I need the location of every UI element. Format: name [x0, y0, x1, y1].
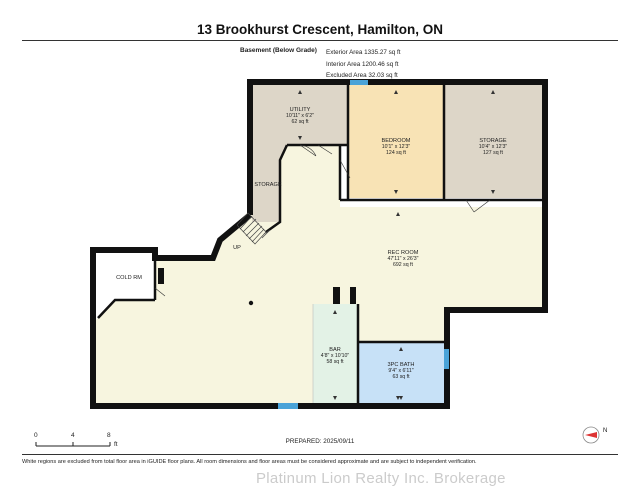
scale-label-0: 0	[34, 432, 38, 439]
interior-area: Interior Area 1200.46 sq ft	[326, 60, 399, 68]
room-dims: 4'8" x 10'10"	[320, 353, 350, 360]
bath-fill	[358, 342, 444, 405]
rec-room-fill	[96, 145, 543, 405]
windows	[278, 80, 449, 409]
stairs-up-label: UP	[233, 245, 241, 251]
room-area: 58 sq ft	[326, 359, 344, 366]
area-summary: Exterior Area 1335.27 sq ft Interior Are…	[326, 47, 401, 82]
brokerage-watermark: Platinum Lion Realty Inc. Brokerage	[256, 470, 506, 487]
room-bedroom: BEDROOM 10'1" x 12'3" 124 sq ft	[382, 138, 411, 157]
room-bath: 3PC BATH 9'4" x 6'11" 63 sq ft	[388, 362, 415, 381]
room-dims: 10'1" x 12'3"	[381, 144, 411, 151]
utility-fill	[252, 85, 348, 222]
exterior-wall	[90, 79, 548, 409]
room-name: UTILITY	[289, 107, 311, 113]
room-name: STORAGE	[479, 138, 507, 144]
room-area: 124 sq ft	[386, 150, 406, 157]
room-name: 3PC BATH	[387, 362, 415, 368]
interior-walls	[97, 82, 545, 403]
prepared-date: PREPARED: 2025/09/11	[285, 438, 355, 445]
room-storage-small: STORAGE	[254, 182, 281, 188]
dimension-arrows	[298, 90, 495, 400]
storage-fill	[444, 85, 542, 198]
level-label: Basement (Below Grade)	[240, 47, 317, 54]
room-name: BEDROOM	[381, 138, 411, 144]
scale-unit: ft	[114, 441, 118, 448]
room-area: 63 sq ft	[392, 374, 410, 381]
excluded-area: Excluded Area 32.03 sq ft	[326, 72, 398, 79]
room-dims: 47'11" x 26'3"	[387, 256, 419, 263]
room-dims: 10'11" x 6'2"	[285, 113, 315, 120]
room-cold-rm: COLD RM	[116, 275, 142, 281]
compass-icon	[582, 426, 600, 444]
room-name: STORAGE	[254, 182, 282, 188]
room-area: 127 sq ft	[483, 150, 503, 157]
room-name: COLD RM	[116, 275, 142, 281]
room-area: 62 sq ft	[291, 119, 309, 126]
footer-divider	[22, 454, 618, 455]
scale-label-4: 4	[71, 432, 75, 439]
room-rec-room: REC ROOM 47'11" x 26'3" 692 sq ft	[388, 250, 419, 269]
room-area: 692 sq ft	[393, 262, 413, 269]
room-name: REC ROOM	[387, 250, 419, 256]
floor-drain-marker	[248, 300, 254, 306]
room-utility: UTILITY 10'11" x 6'2" 62 sq ft	[286, 107, 314, 126]
disclaimer-text: White regions are excluded from total fl…	[22, 459, 477, 465]
room-name: BAR	[329, 347, 341, 353]
door-swings	[154, 144, 491, 297]
room-dims: 9'4" x 6'11"	[388, 368, 414, 375]
room-dims: 10'4" x 12'3"	[478, 144, 508, 151]
room-name: UP	[233, 245, 241, 251]
room-storage: STORAGE 10'4" x 12'3" 127 sq ft	[479, 138, 507, 157]
exterior-area: Exterior Area 1335.27 sq ft	[326, 49, 401, 56]
title-divider	[22, 40, 618, 41]
stairs	[236, 212, 271, 245]
scale-label-8: 8	[107, 432, 111, 439]
bedroom-fill	[348, 85, 444, 198]
room-bar: BAR 4'8" x 10'10" 58 sq ft	[321, 347, 349, 366]
page-title: 13 Brookhurst Crescent, Hamilton, ON	[196, 22, 444, 37]
compass-north-label: N	[603, 428, 608, 434]
bar-fill	[313, 304, 358, 405]
